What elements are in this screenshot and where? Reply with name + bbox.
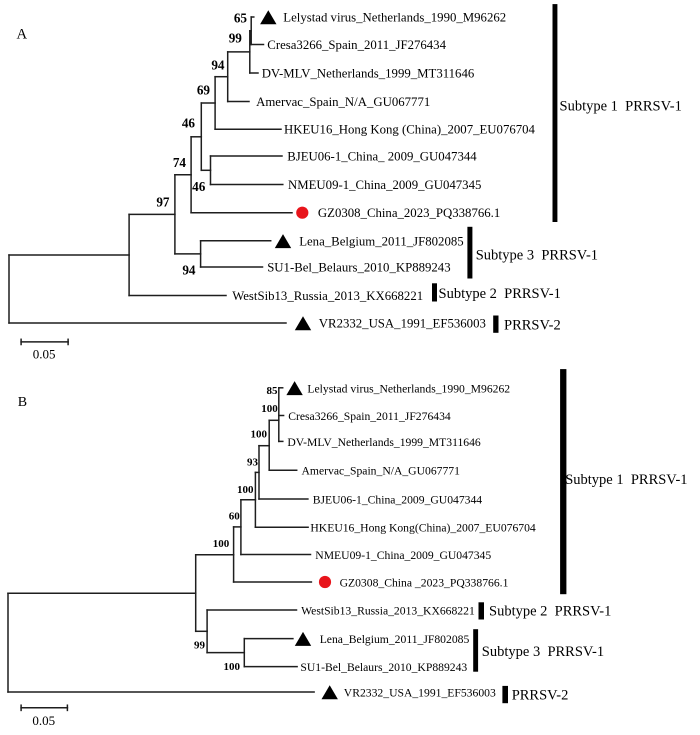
svg-text:97: 97 bbox=[156, 194, 170, 209]
svg-text:WestSib13_Russia_2013_KX668221: WestSib13_Russia_2013_KX668221 bbox=[301, 605, 475, 618]
svg-text:BJEU06-1_China_ 2009_GU047344: BJEU06-1_China_ 2009_GU047344 bbox=[287, 150, 477, 164]
svg-text:SU1-Bel_Belaurs_2010_KP889243: SU1-Bel_Belaurs_2010_KP889243 bbox=[267, 261, 450, 275]
svg-text:NMEU09-1_China_2009_GU047345: NMEU09-1_China_2009_GU047345 bbox=[315, 549, 491, 562]
svg-text:99: 99 bbox=[194, 640, 206, 652]
svg-text:Subtype 2 PRRSV-1: Subtype 2 PRRSV-1 bbox=[439, 286, 561, 302]
svg-text:Subtype 3 PRRSV-1: Subtype 3 PRRSV-1 bbox=[476, 247, 598, 263]
svg-text:Cresa3266_Spain_2011_JF276434: Cresa3266_Spain_2011_JF276434 bbox=[288, 410, 451, 423]
svg-text:BJEU06-1_China_2009_GU047344: BJEU06-1_China_2009_GU047344 bbox=[313, 494, 483, 507]
svg-text:Subtype 2 PRRSV-1: Subtype 2 PRRSV-1 bbox=[489, 603, 611, 619]
svg-text:SU1-Bel_Belaurs_2010_KP889243: SU1-Bel_Belaurs_2010_KP889243 bbox=[300, 661, 467, 674]
svg-text:100: 100 bbox=[251, 429, 268, 441]
svg-text:A: A bbox=[17, 27, 28, 43]
svg-text:99: 99 bbox=[229, 31, 243, 46]
svg-text:100: 100 bbox=[237, 484, 254, 496]
svg-text:100: 100 bbox=[213, 538, 230, 550]
svg-text:94: 94 bbox=[182, 263, 196, 278]
svg-text:Lelystad virus_Netherlands_199: Lelystad virus_Netherlands_1990_M96262 bbox=[307, 382, 510, 395]
svg-text:GZ0308_China_2023_PQ338766.1: GZ0308_China_2023_PQ338766.1 bbox=[318, 206, 500, 220]
svg-text:PRRSV-2: PRRSV-2 bbox=[504, 317, 561, 333]
svg-text:WestSib13_Russia_2013_KX668221: WestSib13_Russia_2013_KX668221 bbox=[232, 289, 423, 303]
svg-text:74: 74 bbox=[173, 155, 187, 170]
svg-text:46: 46 bbox=[182, 115, 196, 130]
svg-text:Lena_Belgium_2011_JF802085: Lena_Belgium_2011_JF802085 bbox=[320, 633, 470, 646]
svg-text:Lena_Belgium_2011_JF802085: Lena_Belgium_2011_JF802085 bbox=[299, 234, 463, 248]
svg-text:0.05: 0.05 bbox=[32, 713, 55, 728]
svg-text:B: B bbox=[18, 395, 27, 410]
svg-text:Amervac_Spain_N/A_GU067771: Amervac_Spain_N/A_GU067771 bbox=[256, 95, 430, 109]
svg-text:93: 93 bbox=[247, 456, 259, 468]
svg-text:100: 100 bbox=[224, 661, 241, 673]
svg-text:60: 60 bbox=[229, 511, 241, 523]
svg-text:Subtype 1 PRRSV-1: Subtype 1 PRRSV-1 bbox=[565, 472, 687, 488]
svg-text:DV-MLV_Netherlands_1999_MT3116: DV-MLV_Netherlands_1999_MT311646 bbox=[262, 67, 475, 81]
svg-text:Subtype 3 PRRSV-1: Subtype 3 PRRSV-1 bbox=[482, 644, 604, 660]
svg-text:HKEU16_Hong Kong(China)_2007_E: HKEU16_Hong Kong(China)_2007_EU076704 bbox=[310, 522, 536, 535]
svg-text:Amervac_Spain_N/A_GU067771: Amervac_Spain_N/A_GU067771 bbox=[302, 465, 461, 478]
svg-text:VR2332_USA_1991_EF536003: VR2332_USA_1991_EF536003 bbox=[319, 317, 486, 331]
svg-text:GZ0308_China _2023_PQ338766.1: GZ0308_China _2023_PQ338766.1 bbox=[340, 577, 509, 590]
svg-text:HKEU16_Hong Kong (China)_2007_: HKEU16_Hong Kong (China)_2007_EU076704 bbox=[284, 123, 536, 137]
svg-text:PRRSV-2: PRRSV-2 bbox=[512, 687, 569, 703]
svg-text:Subtype 1 PRRSV-1: Subtype 1 PRRSV-1 bbox=[560, 98, 682, 114]
svg-text:NMEU09-1_China_2009_GU047345: NMEU09-1_China_2009_GU047345 bbox=[288, 178, 481, 192]
svg-text:46: 46 bbox=[192, 179, 206, 194]
svg-text:VR2332_USA_1991_EF536003: VR2332_USA_1991_EF536003 bbox=[344, 687, 496, 700]
svg-text:DV-MLV_Netherlands_1999_MT3116: DV-MLV_Netherlands_1999_MT311646 bbox=[287, 436, 481, 449]
svg-text:0.05: 0.05 bbox=[33, 347, 56, 362]
svg-text:85: 85 bbox=[267, 385, 279, 397]
svg-text:100: 100 bbox=[261, 403, 278, 415]
svg-text:Cresa3266_Spain_2011_JF276434: Cresa3266_Spain_2011_JF276434 bbox=[267, 38, 446, 52]
svg-text:65: 65 bbox=[234, 11, 248, 26]
svg-text:69: 69 bbox=[197, 83, 211, 98]
svg-text:Lelystad virus_Netherlands_199: Lelystad virus_Netherlands_1990_M96262 bbox=[283, 11, 506, 25]
svg-text:94: 94 bbox=[211, 57, 225, 72]
